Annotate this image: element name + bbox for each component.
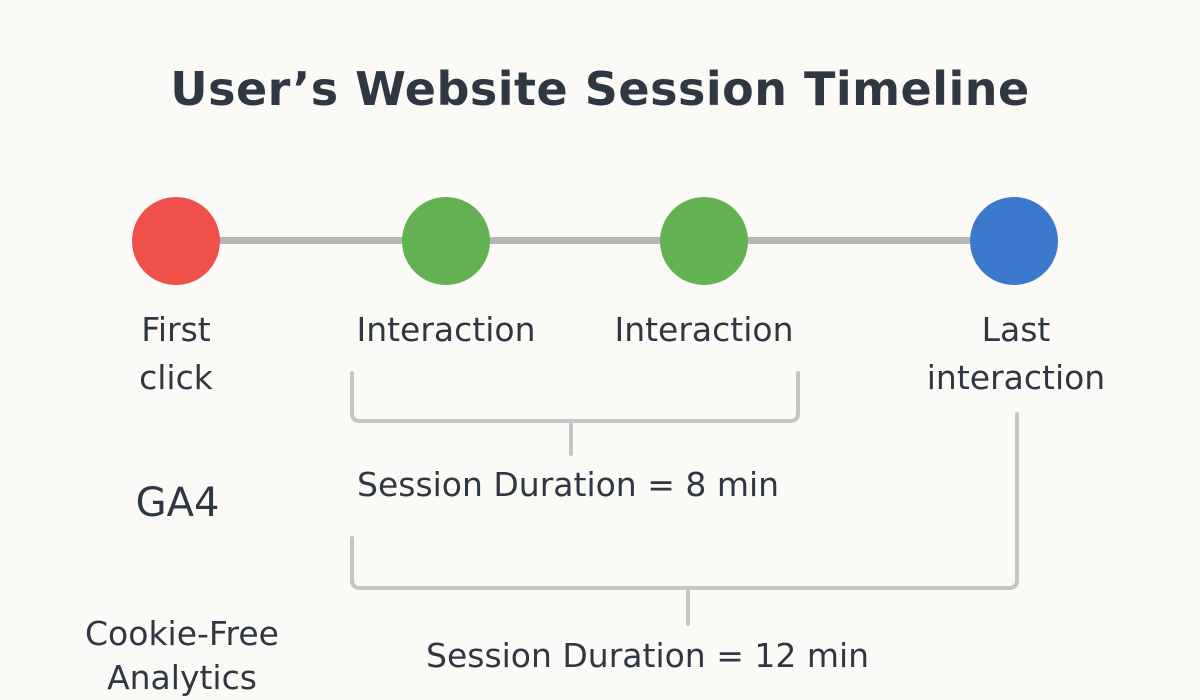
last-interaction-label: Last interaction: [906, 306, 1126, 402]
cookie-free-label: Cookie-Free Analytics: [85, 614, 279, 697]
last-interaction-label-line2: interaction: [926, 358, 1106, 397]
first-click-label-line1: First: [141, 310, 211, 349]
last-interaction-label-line1: Last: [981, 310, 1051, 349]
first-click-label: First click: [96, 306, 256, 402]
cookie-free-session-duration: Session Duration = 12 min: [426, 636, 870, 675]
ga4-label: GA4: [135, 480, 220, 526]
interaction-label-1: Interaction: [356, 310, 536, 349]
timeline-line: [176, 237, 1014, 244]
cookie-free-duration-bracket: [350, 412, 1019, 626]
ga4-session-duration: Session Duration = 8 min: [357, 465, 780, 504]
ga4-duration-bracket: [350, 371, 800, 456]
diagram-title: User’s Website Session Timeline: [170, 62, 1030, 116]
first-click-dot: [132, 197, 220, 285]
interaction-dot-2: [660, 197, 748, 285]
first-click-label-line2: click: [139, 358, 213, 397]
duration-brackets: [350, 371, 1019, 626]
interaction-dot-1: [402, 197, 490, 285]
last-interaction-dot: [970, 197, 1058, 285]
interaction-label-2: Interaction: [614, 310, 794, 349]
